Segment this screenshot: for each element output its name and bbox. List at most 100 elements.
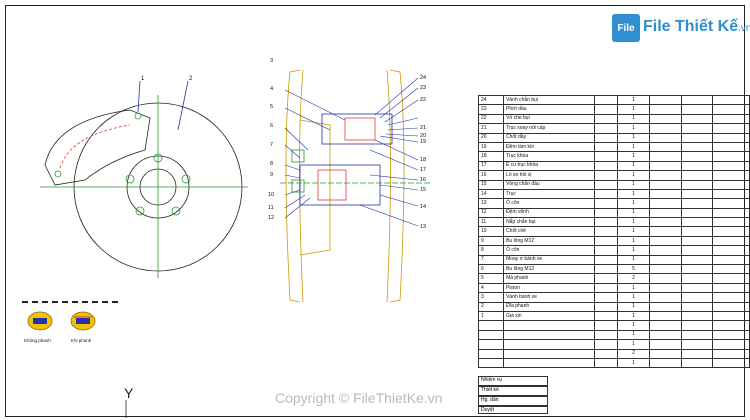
bom-no: 21 <box>477 123 505 134</box>
bom-material <box>593 160 619 172</box>
bom-col <box>712 357 750 369</box>
bom-col <box>712 170 750 181</box>
bom-qty: 1 <box>616 207 651 219</box>
bom-col <box>680 329 714 341</box>
bom-col <box>680 339 714 350</box>
bom-col <box>712 226 750 237</box>
bom-material <box>593 94 619 106</box>
bom-col <box>649 170 682 181</box>
bom-col <box>712 141 750 153</box>
bom-col <box>712 254 750 266</box>
bom-name: Trục khóa <box>503 151 595 162</box>
callout-1: 1 <box>141 76 145 82</box>
bom-material <box>593 339 619 350</box>
logo-badge: File <box>612 14 640 42</box>
bom-material <box>593 188 619 200</box>
bom-name: Đệm vênh <box>503 207 595 219</box>
bom-no: 10 <box>477 226 505 237</box>
site-logo: File File Thiết Kế.vn <box>612 12 750 44</box>
bom-row: 1 <box>477 320 750 331</box>
bom-qty: 1 <box>616 235 651 247</box>
callout-24: 24 <box>420 75 426 81</box>
bom-col <box>649 329 682 341</box>
bom-no <box>477 329 505 341</box>
bom-material <box>593 198 619 209</box>
bom-col <box>649 113 682 125</box>
bom-col <box>680 320 714 331</box>
bom-qty: 1 <box>616 320 651 331</box>
bom-qty: 1 <box>616 226 651 237</box>
callout-16: 16 <box>420 177 426 183</box>
bom-qty: 1 <box>616 179 651 190</box>
bom-col <box>649 254 682 266</box>
copyright-watermark: Copyright © FileThietKe.vn <box>275 390 443 406</box>
bom-qty: 1 <box>616 282 651 294</box>
bom-col <box>712 320 750 331</box>
bom-col <box>649 339 682 350</box>
bom-col <box>649 226 682 237</box>
callout-8: 8 <box>270 161 273 167</box>
callout-12: 12 <box>268 215 274 221</box>
axis-y-label: Y <box>124 385 134 401</box>
bom-no <box>477 320 505 331</box>
bom-col <box>680 301 714 313</box>
bom-col <box>712 132 750 143</box>
bom-col <box>712 273 750 284</box>
bom-col <box>649 310 682 322</box>
legend-symbol-no-brake <box>27 311 53 331</box>
bom-col <box>680 282 714 294</box>
bom-name: Moay ơ bánh xe <box>503 254 595 266</box>
bom-name: Chốt chẻ <box>503 226 595 237</box>
bom-name <box>503 339 595 350</box>
bom-no: 22 <box>477 113 505 125</box>
bom-qty: 1 <box>616 123 651 134</box>
bom-col <box>712 339 750 350</box>
bom-material <box>593 141 619 153</box>
bom-col <box>680 198 714 209</box>
bom-material <box>593 329 619 341</box>
callout-20: 20 <box>420 133 426 139</box>
bom-no <box>477 339 505 350</box>
bom-material <box>593 301 619 313</box>
bom-col <box>680 179 714 190</box>
bom-row: 1 <box>477 329 750 341</box>
callout-10: 10 <box>268 192 274 198</box>
bom-col <box>649 179 682 190</box>
bom-col <box>649 348 682 359</box>
bom-material <box>593 310 619 322</box>
bom-no: 15 <box>477 179 505 190</box>
bom-material <box>593 264 619 275</box>
bom-no: 23 <box>477 104 505 115</box>
title-block-row: Hg. dẫn <box>478 396 548 406</box>
bom-material <box>593 113 619 125</box>
bom-col <box>680 348 714 359</box>
caliper-body <box>44 109 151 186</box>
title-block: Nhiệm vụ Thiết kế Hg. dẫn Duyệt <box>478 376 738 414</box>
bom-col <box>649 357 682 369</box>
bom-col <box>649 264 682 275</box>
bom-col <box>649 132 682 143</box>
bom-no: 19 <box>477 141 505 153</box>
bom-material <box>593 207 619 219</box>
bom-material <box>593 217 619 228</box>
bom-col <box>712 329 750 341</box>
bom-material <box>593 320 619 331</box>
bom-col <box>712 151 750 162</box>
bom-qty: 1 <box>616 132 651 143</box>
bom-col <box>712 207 750 219</box>
bom-material <box>593 170 619 181</box>
bom-name: Piston <box>503 282 595 294</box>
bom-col <box>680 94 714 106</box>
bom-col <box>712 301 750 313</box>
wheel-web <box>299 119 331 256</box>
bom-material <box>593 357 619 369</box>
